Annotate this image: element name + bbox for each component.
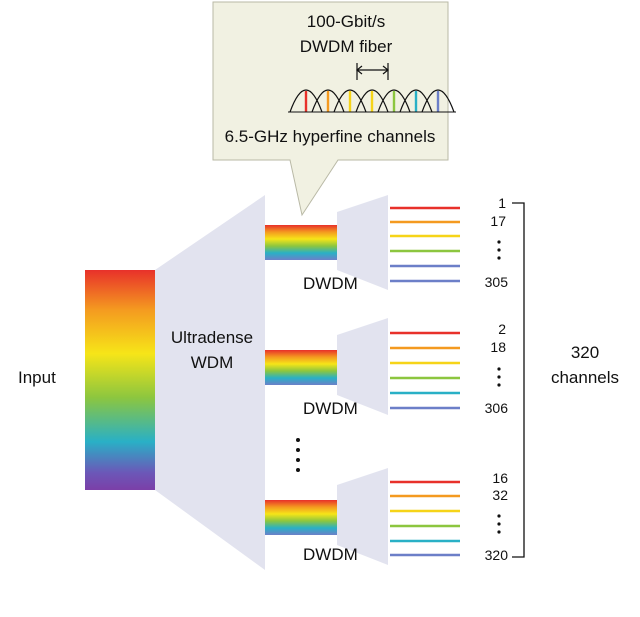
input-label: Input bbox=[18, 368, 56, 387]
total-label: channels bbox=[551, 368, 619, 387]
callout-line2: DWDM fiber bbox=[300, 37, 393, 56]
vertical-ellipsis bbox=[497, 514, 501, 534]
dwdm-group-2: DWDM 2 18 306 bbox=[265, 318, 508, 418]
vertical-ellipsis bbox=[497, 240, 501, 260]
groups-vertical-ellipsis bbox=[296, 438, 300, 472]
udwdm-label-line1: Ultradense bbox=[171, 328, 253, 347]
subband-3 bbox=[265, 500, 337, 535]
dwdm-label-2: DWDM bbox=[303, 399, 358, 418]
vertical-ellipsis bbox=[497, 367, 501, 387]
input-spectrum-bar bbox=[85, 270, 155, 490]
channel-number-top: 16 bbox=[492, 470, 508, 486]
channel-spacing-marker bbox=[356, 63, 389, 80]
channel-number-bottom: 320 bbox=[485, 547, 509, 563]
channel-number-second: 18 bbox=[490, 339, 506, 355]
udwdm-label-line2: WDM bbox=[191, 353, 233, 372]
channel-number-bottom: 306 bbox=[485, 400, 509, 416]
channel-number-top: 2 bbox=[498, 321, 506, 337]
subband-2 bbox=[265, 350, 337, 385]
callout-caption: 6.5-GHz hyperfine channels bbox=[225, 127, 436, 146]
dwdm-block-2 bbox=[337, 318, 388, 415]
dwdm-group-1: DWDM 1 17 305 bbox=[265, 195, 508, 293]
total-count: 320 bbox=[571, 343, 599, 362]
dwdm-group-3: DWDM 16 32 320 bbox=[265, 468, 508, 565]
dwdm-label-1: DWDM bbox=[303, 274, 358, 293]
channel-number-bottom: 305 bbox=[485, 274, 509, 290]
hyperfine-channel-lobes bbox=[289, 89, 455, 113]
dwdm-block-1 bbox=[337, 195, 388, 290]
callout-line1: 100-Gbit/s bbox=[307, 12, 385, 31]
dwdm-block-3 bbox=[337, 468, 388, 565]
channel-number-top: 1 bbox=[498, 195, 506, 211]
hyperfine-channel-lines bbox=[304, 91, 440, 112]
callout-box bbox=[212, 1, 449, 217]
dwdm-label-3: DWDM bbox=[303, 545, 358, 564]
subband-1 bbox=[265, 225, 337, 260]
channel-number-second: 17 bbox=[490, 213, 506, 229]
total-bracket bbox=[512, 202, 525, 558]
ultradense-wdm-block bbox=[155, 195, 265, 570]
channel-number-second: 32 bbox=[492, 487, 508, 503]
